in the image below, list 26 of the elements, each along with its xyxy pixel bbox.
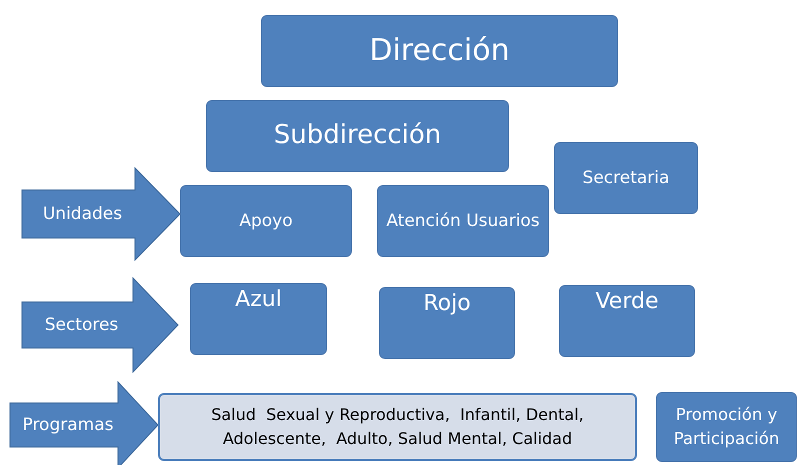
node-label: Dirección: [369, 32, 510, 70]
block-arrow: [22, 166, 181, 262]
program-list-box: [158, 393, 637, 461]
block-arrow: [10, 380, 159, 465]
node-label: Promoción y Participación: [672, 404, 780, 450]
node-label: Subdirección: [274, 119, 442, 152]
org-box: [206, 100, 509, 172]
edge-label: Programas: [22, 415, 114, 435]
block-arrow: [22, 276, 179, 374]
node-label: Rojo: [423, 290, 471, 318]
edge-label: Sectores: [44, 315, 118, 335]
org-box: [656, 392, 797, 462]
node-label: Salud Sexual y Reproductiva, Infantil, Dental, Adolescente, Adulto, Salud Mental, Calidad: [210, 404, 585, 450]
node-label: Azul: [235, 286, 282, 314]
org-box: [379, 287, 515, 359]
org-box: [554, 142, 698, 214]
node-label: Secretaria: [582, 166, 670, 190]
node-label: Verde: [595, 288, 659, 316]
edge-label: Unidades: [42, 204, 122, 224]
org-box: [559, 285, 695, 357]
node-label: Apoyo: [239, 210, 293, 233]
org-box: [377, 185, 549, 257]
org-box: [190, 283, 327, 355]
org-box: [180, 185, 352, 257]
org-box: [261, 15, 618, 87]
node-label: Atención Usuarios: [386, 210, 540, 233]
